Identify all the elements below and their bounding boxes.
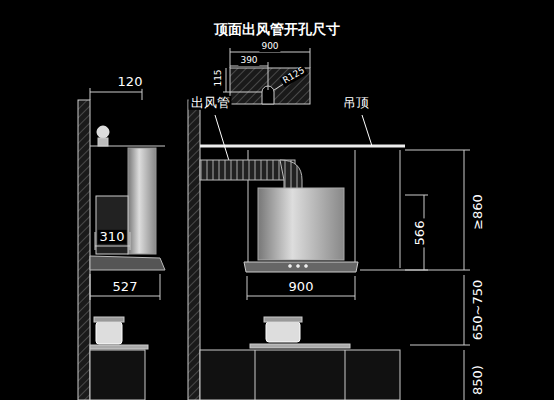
dimension: 900 [259,42,280,52]
diagram-title: 顶面出风管开孔尺寸 [212,22,342,37]
part-name: 出风管 [189,96,232,110]
dimension: 120 [116,75,145,89]
dimension: ≥860 [471,192,485,232]
dimension: 527 [111,280,140,294]
dimension: 115 [214,67,224,88]
dimension: 650~750 [471,278,485,343]
dimension: 850) [471,363,485,397]
dimension: 900 [287,280,316,294]
part-name: 吊顶 [341,96,371,110]
dimension: 390 [238,56,259,66]
dimension: 310 [98,230,127,244]
dimension: 566 [413,219,427,248]
